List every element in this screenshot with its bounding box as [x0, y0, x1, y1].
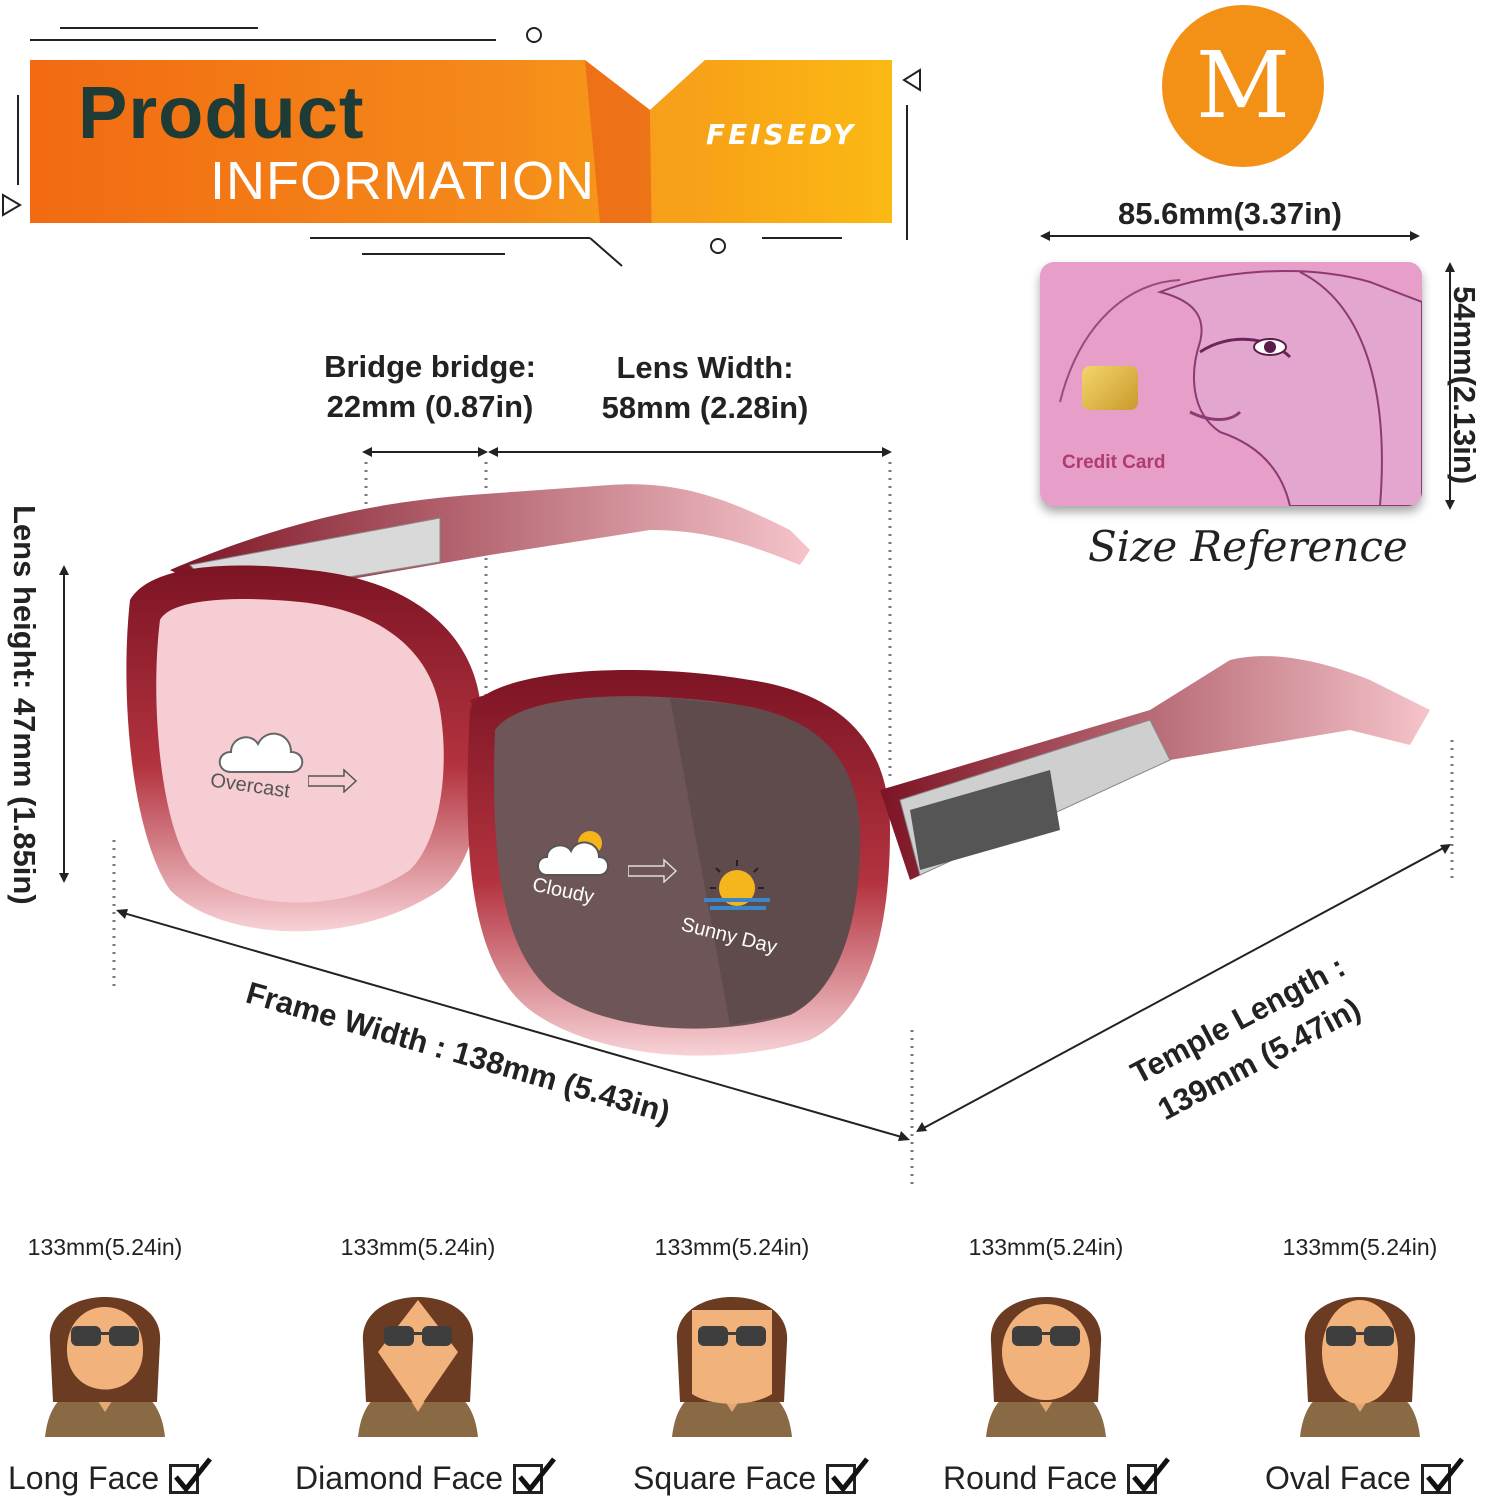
sunny-icon [704, 860, 770, 910]
face-measure: 133mm(5.24in) [340, 1234, 496, 1260]
checkmark-icon [513, 1456, 557, 1494]
lens-width-value: 58mm (2.28in) [601, 390, 809, 425]
face-label-text: Long Face [8, 1460, 160, 1496]
face-label: Square Face [633, 1456, 870, 1497]
banner-subtitle: INFORMATION [210, 151, 595, 211]
face-label-text: Square Face [633, 1460, 817, 1496]
cloudy-sun-icon [537, 831, 609, 876]
face-label-text: Diamond Face [295, 1460, 504, 1496]
size-badge: M [1162, 5, 1324, 167]
measurement-lines [59, 447, 1454, 1190]
face-measure: 133mm(5.24in) [27, 1234, 183, 1260]
face-avatar-icon [45, 1297, 165, 1437]
face-label-text: Oval Face [1265, 1460, 1411, 1496]
checkmark-icon [1127, 1456, 1171, 1494]
lens-height-label: Lens height: 47mm (1.85in) [7, 505, 42, 905]
bridge-value: 22mm (0.87in) [326, 389, 534, 424]
face-label: Oval Face [1265, 1456, 1464, 1497]
lens-width-label: Lens Width: [616, 350, 794, 385]
face-avatar-icon [986, 1297, 1106, 1437]
card-chip [1082, 366, 1138, 410]
banner-decoration [1, 27, 921, 267]
woman-face-drawing [1059, 270, 1422, 506]
checkmark-icon [1420, 1456, 1464, 1494]
card-width-label: 85.6mm(3.37in) [1118, 196, 1342, 231]
size-reference-caption: Size Reference [1088, 522, 1408, 571]
face-label: Long Face [8, 1456, 213, 1497]
face-measure: 133mm(5.24in) [654, 1234, 810, 1260]
size-badge-letter: M [1195, 32, 1291, 139]
face-measure: 133mm(5.24in) [1282, 1234, 1438, 1260]
checkmark-icon [169, 1456, 213, 1494]
cloud-icon [218, 732, 304, 773]
face-label: Round Face [943, 1456, 1171, 1497]
card-width-arrow [1040, 231, 1420, 241]
arrow-icon [308, 768, 358, 793]
sunglasses-illustration [126, 484, 1430, 1056]
bridge-label: Bridge bridge: [324, 349, 536, 384]
face-avatar-icon [358, 1297, 478, 1437]
brand-logo: FEISEDY [706, 118, 857, 151]
checkmark-icon [826, 1456, 870, 1494]
banner-title: Product [78, 71, 365, 154]
face-label: Diamond Face [295, 1456, 557, 1497]
card-label: Credit Card [1062, 452, 1166, 473]
credit-card-illustration: Credit Card [1040, 262, 1422, 506]
face-label-text: Round Face [943, 1460, 1118, 1496]
face-avatar-icon [1300, 1297, 1420, 1437]
card-height-arrow [1445, 262, 1455, 510]
arrow-icon [628, 858, 678, 883]
product-banner [30, 60, 892, 223]
face-avatar-icon [672, 1297, 792, 1437]
face-measure: 133mm(5.24in) [968, 1234, 1124, 1260]
